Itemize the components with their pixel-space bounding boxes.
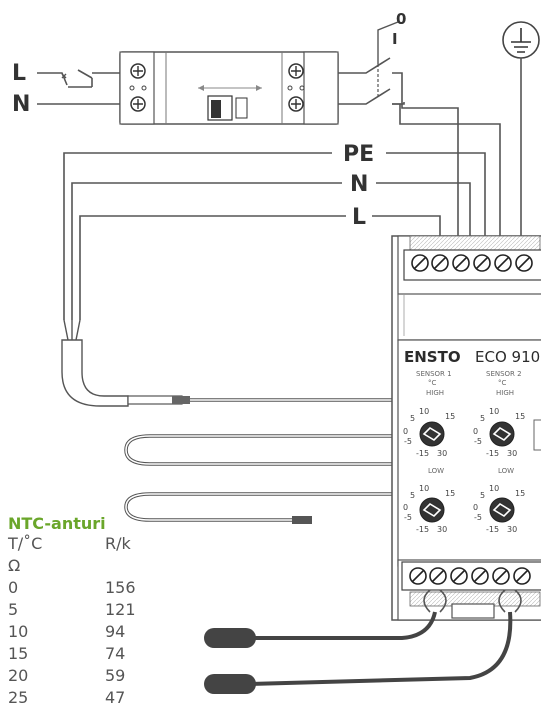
sensor2-label: SENSOR 2 xyxy=(486,370,522,378)
ntc-table-row: 15 74 xyxy=(8,644,126,663)
label-supply-l: L xyxy=(12,61,26,86)
svg-text:5: 5 xyxy=(410,414,415,423)
terminal-screw-icon xyxy=(409,567,427,585)
svg-text:-15: -15 xyxy=(416,525,429,534)
sensor2-high-label: HIGH xyxy=(496,389,514,397)
terminal-screw-icon xyxy=(130,96,146,112)
terminal-screw-icon xyxy=(473,254,491,272)
sensor1-unit: °C xyxy=(428,379,437,387)
bus-label-n: N xyxy=(350,172,368,197)
ntc-sensor-2 xyxy=(204,674,256,694)
switch-on-label: I xyxy=(392,30,398,48)
svg-text:30: 30 xyxy=(507,449,517,458)
terminal-screw-icon xyxy=(513,567,531,585)
svg-text:-5: -5 xyxy=(474,513,482,522)
svg-text:5: 5 xyxy=(410,491,415,500)
dial-sensor1-high[interactable] xyxy=(419,421,445,447)
sensor2-low-label: LOW xyxy=(498,467,514,475)
device-brand: ENSTO xyxy=(404,348,461,366)
terminal-screw-icon xyxy=(431,254,449,272)
rcd-breaker xyxy=(119,51,339,125)
svg-text:-5: -5 xyxy=(404,437,412,446)
device-model: ECO 910 xyxy=(475,348,540,366)
ntc-table-unit-row: Ω xyxy=(8,556,168,578)
svg-text:0: 0 xyxy=(473,427,478,436)
ntc-table-title: NTC-anturi xyxy=(8,514,106,533)
svg-text:5: 5 xyxy=(480,414,485,423)
switch-off-label: 0 xyxy=(396,10,406,28)
svg-text:10: 10 xyxy=(489,484,499,493)
svg-text:15: 15 xyxy=(445,489,455,498)
label-supply-n: N xyxy=(12,92,30,117)
bus-label-pe: PE xyxy=(343,142,374,167)
dial-sensor2-low[interactable] xyxy=(489,497,515,523)
terminal-screw-icon xyxy=(288,96,304,112)
svg-text:30: 30 xyxy=(437,525,447,534)
svg-text:0: 0 xyxy=(473,503,478,512)
ntc-table-row: 25 47 xyxy=(8,688,126,707)
ntc-sensors xyxy=(204,589,522,694)
ntc-table-row: 20 59 xyxy=(8,666,126,685)
ntc-table-row: 5 121 xyxy=(8,600,136,619)
svg-text:10: 10 xyxy=(419,407,429,416)
svg-text:30: 30 xyxy=(507,525,517,534)
sensor2-unit: °C xyxy=(498,379,507,387)
svg-text:-15: -15 xyxy=(416,449,429,458)
svg-text:-15: -15 xyxy=(486,525,499,534)
ntc-table-header: T/˚C R/k xyxy=(8,534,168,556)
svg-text:30: 30 xyxy=(437,449,447,458)
terminal-screw-icon xyxy=(494,254,512,272)
svg-text:-5: -5 xyxy=(404,513,412,522)
svg-text:5: 5 xyxy=(480,491,485,500)
svg-text:10: 10 xyxy=(419,484,429,493)
svg-text:10: 10 xyxy=(489,407,499,416)
svg-text:15: 15 xyxy=(515,489,525,498)
supply-input: L N xyxy=(12,61,122,117)
terminal-screw-icon xyxy=(429,567,447,585)
ntc-sensor-1 xyxy=(204,628,256,648)
bus-label-l: L xyxy=(352,205,366,230)
svg-text:0: 0 xyxy=(403,427,408,436)
sensor1-low-label: LOW xyxy=(428,467,444,475)
terminal-screw-icon xyxy=(411,254,429,272)
thermostat-device: ENSTO ECO 910 SENSOR 1 SENSOR 2 °C °C HI… xyxy=(391,235,541,621)
main-switch: 0 I xyxy=(338,10,459,236)
terminal-screw-icon xyxy=(471,567,489,585)
ntc-table-row: 10 94 xyxy=(8,622,126,641)
terminal-screw-icon xyxy=(288,63,304,79)
sensor1-label: SENSOR 1 xyxy=(416,370,452,378)
ntc-col-temp: T/˚C xyxy=(8,534,43,553)
terminal-screw-icon xyxy=(450,567,468,585)
dial-sensor1-low[interactable] xyxy=(419,497,445,523)
terminal-screw-icon xyxy=(515,254,533,272)
ntc-col-res-unit: Ω xyxy=(8,556,21,575)
svg-text:15: 15 xyxy=(445,412,455,421)
earth-icon xyxy=(502,21,540,236)
bus-wiring: PE N L xyxy=(63,103,501,320)
sensor1-high-label: HIGH xyxy=(426,389,444,397)
svg-text:15: 15 xyxy=(515,412,525,421)
test-button xyxy=(235,97,248,119)
svg-text:0: 0 xyxy=(403,503,408,512)
terminal-screw-icon xyxy=(130,63,146,79)
dial-sensor2-high[interactable] xyxy=(489,421,515,447)
terminal-screw-icon xyxy=(492,567,510,585)
ntc-table-row: 0 156 xyxy=(8,578,136,597)
svg-text:-15: -15 xyxy=(486,449,499,458)
svg-text:-5: -5 xyxy=(474,437,482,446)
terminal-screw-icon xyxy=(452,254,470,272)
ntc-col-res: R/k xyxy=(105,534,131,553)
